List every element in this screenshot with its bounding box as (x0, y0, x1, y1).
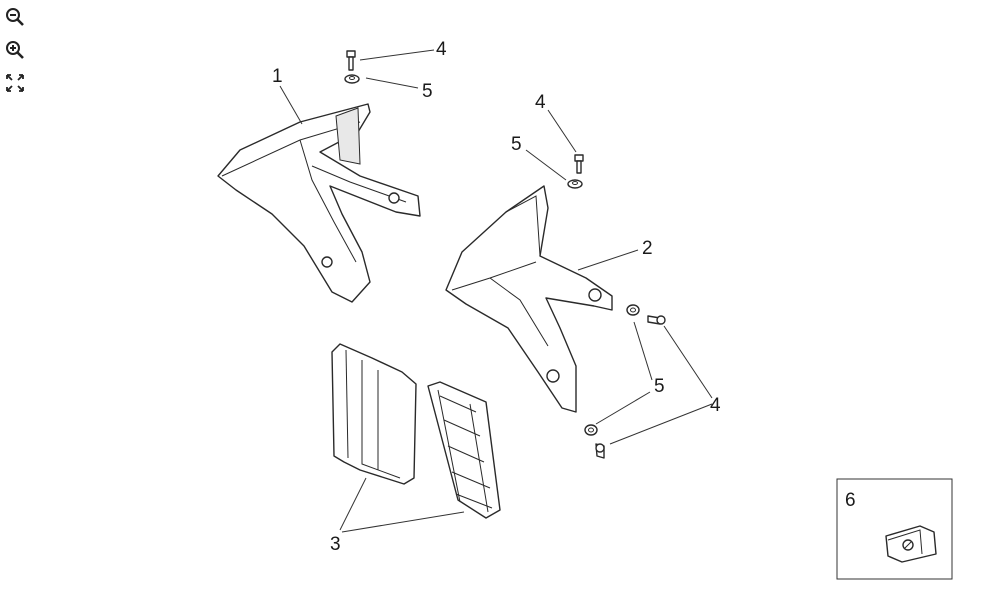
washer-middle-right[interactable] (626, 304, 640, 316)
callout-1: 1 (272, 66, 283, 87)
callout-6: 6 (845, 490, 856, 511)
bolt-top-right[interactable] (574, 154, 584, 174)
callout-3: 3 (330, 534, 341, 555)
washer-bottom-right[interactable] (584, 424, 598, 436)
callout-5-bottom-right: 5 (654, 376, 665, 397)
callout-4-top-right: 4 (535, 92, 546, 113)
callout-4-bottom-right: 4 (710, 395, 721, 416)
bolt-bottom-right[interactable] (595, 443, 605, 459)
callout-2: 2 (642, 238, 653, 259)
zoom-out-icon (6, 7, 24, 26)
callout-4-top-left: 4 (436, 39, 447, 60)
bolt-top-left[interactable] (346, 50, 356, 71)
part-3-radiator-grille[interactable] (331, 343, 501, 519)
leader-lines (279, 49, 713, 533)
fit-screen-button[interactable] (0, 66, 30, 99)
zoom-in-button[interactable] (0, 33, 30, 66)
callout-5-top-right: 5 (511, 134, 522, 155)
zoom-out-button[interactable] (0, 0, 30, 33)
callout-5-top-left: 5 (422, 81, 433, 102)
bolt-middle-right[interactable] (647, 315, 666, 325)
part-1-left-shroud[interactable] (217, 103, 421, 303)
part-6-inset-box[interactable]: 6 (836, 478, 953, 580)
zoom-toolbar (0, 0, 30, 99)
fit-screen-icon (6, 73, 24, 92)
zoom-in-icon (6, 40, 24, 59)
part-2-right-shroud[interactable] (445, 185, 613, 413)
washer-top-right[interactable] (567, 179, 583, 189)
part-6-clip-nut (885, 525, 937, 563)
washer-top-left[interactable] (344, 74, 360, 84)
